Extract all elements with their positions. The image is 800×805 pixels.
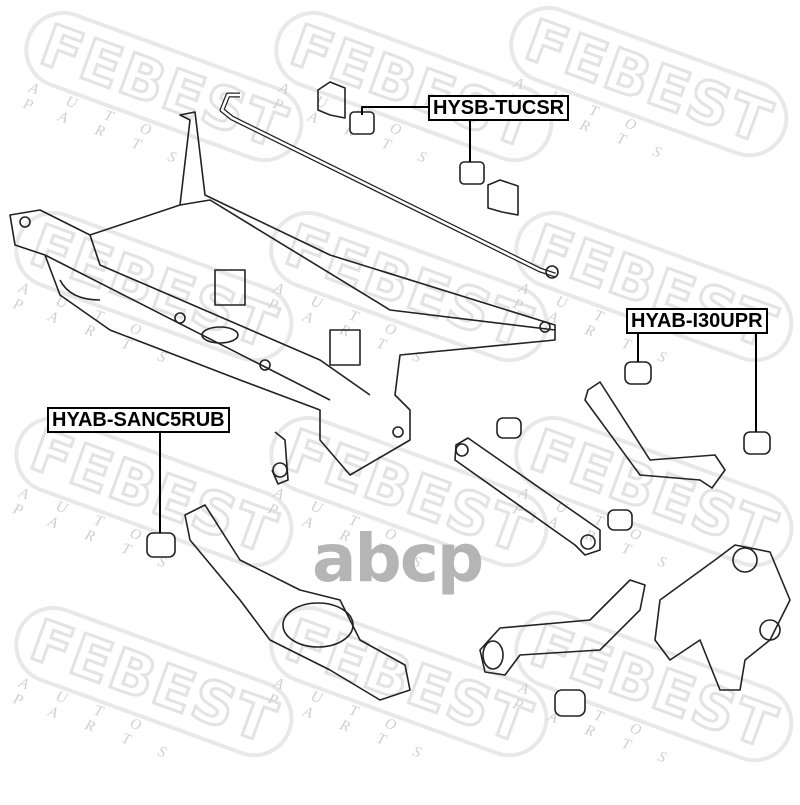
stabilizer-brackets — [317, 81, 519, 216]
trailing-arm — [479, 579, 646, 676]
part-label-hysb-tucsr[interactable]: HYSB-TUCSR — [428, 95, 570, 121]
rear-subframe — [9, 111, 556, 476]
upper-arm — [584, 381, 726, 489]
bushings — [146, 361, 771, 717]
lateral-arm — [454, 437, 601, 556]
leader-lines — [159, 106, 757, 533]
knuckle — [654, 544, 791, 691]
abcp-logo: abcp — [312, 520, 484, 597]
stabilizer-bar — [219, 92, 559, 279]
stabilizer-link — [271, 431, 289, 485]
part-label-hyab-i30upr[interactable]: HYAB-I30UPR — [626, 308, 768, 334]
part-label-hyab-sanc5rub[interactable]: HYAB-SANC5RUB — [47, 407, 230, 433]
lower-arm — [184, 504, 411, 701]
stabilizer-bushings — [349, 111, 485, 185]
